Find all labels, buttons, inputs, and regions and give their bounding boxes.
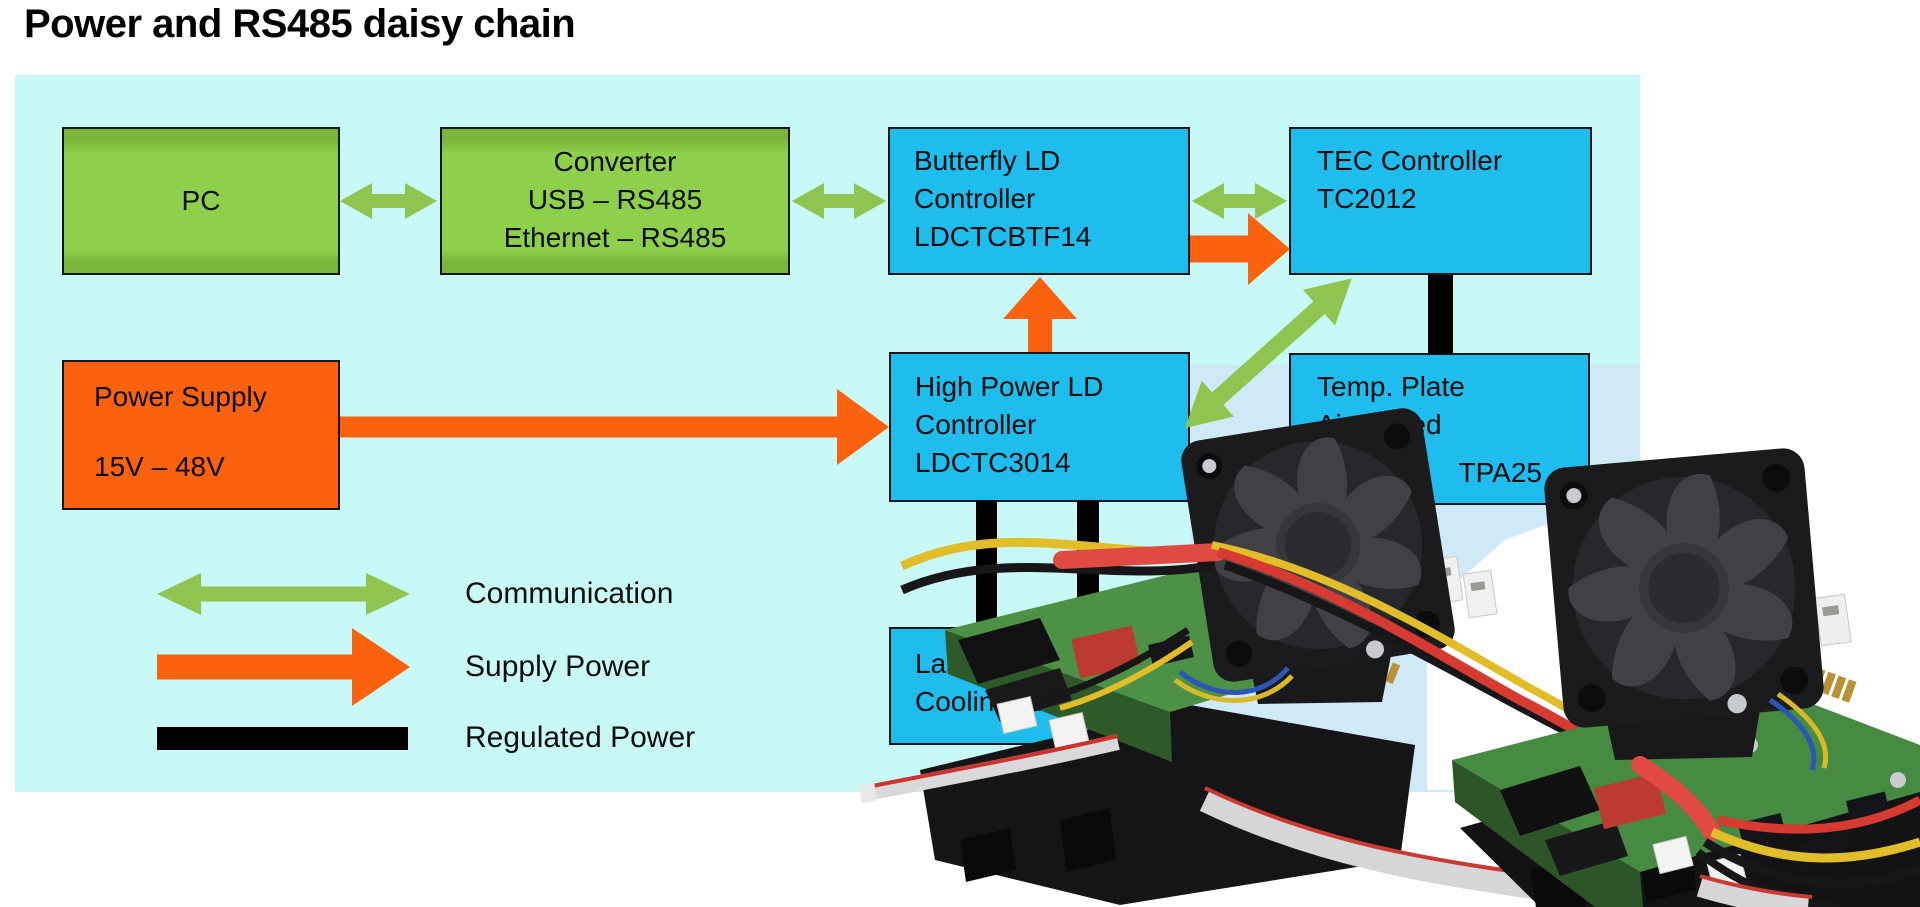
photo-ribbon-cable-stripe [1204, 786, 1751, 897]
node-tec-controller: TEC Controller TC2012 [1289, 127, 1592, 275]
node-line: Power Supply [94, 381, 267, 412]
legend-label-communication: Communication [465, 577, 674, 610]
node-temp-plate: Temp. Plate Air cooled TPA25 [1289, 353, 1590, 505]
node-line: Controller [915, 409, 1037, 440]
node-line: TC2012 [1317, 183, 1417, 214]
node-line: High Power LD [915, 371, 1104, 402]
node-line: Temp. Plate [1317, 371, 1465, 402]
photo-ribbon-tail [1696, 874, 1813, 907]
legend-label-regulated-power: Regulated Power [465, 721, 696, 754]
node-line: TEC Controller [1317, 145, 1503, 176]
node-converter: Converter USB – RS485 Ethernet – RS485 [440, 127, 790, 275]
node-line: Ethernet – RS485 [503, 222, 727, 253]
node-line: Butterfly LD [914, 145, 1061, 176]
node-pc: PC [62, 127, 340, 275]
photo-ribbon-cable [1199, 789, 1746, 907]
node-line: TPA25 [1458, 457, 1542, 488]
node-power-supply: Power Supply 15V – 48V [62, 360, 340, 510]
node-line: LDCTC3014 [915, 447, 1071, 478]
node-line: Controller [914, 183, 1036, 214]
node-line: PC [181, 185, 221, 216]
node-line: 15V – 48V [94, 451, 225, 482]
legend-label-supply-power: Supply Power [465, 650, 651, 683]
node-butterfly-ld-controller: Butterfly LD Controller LDCTCBTF14 [888, 127, 1190, 275]
node-laser-diode: Laser Diode on Cooling Plate [889, 627, 1188, 745]
node-line: Laser Diode on [915, 648, 1105, 679]
node-line: Converter [553, 146, 677, 177]
node-high-power-ld-controller: High Power LD Controller LDCTC3014 [889, 352, 1190, 502]
node-line: USB – RS485 [527, 184, 703, 215]
page-title: Power and RS485 daisy chain [24, 2, 576, 46]
node-line: Air cooled [1317, 409, 1442, 440]
node-line: Cooling Plate [915, 686, 1082, 717]
node-line: LDCTCBTF14 [914, 221, 1092, 252]
